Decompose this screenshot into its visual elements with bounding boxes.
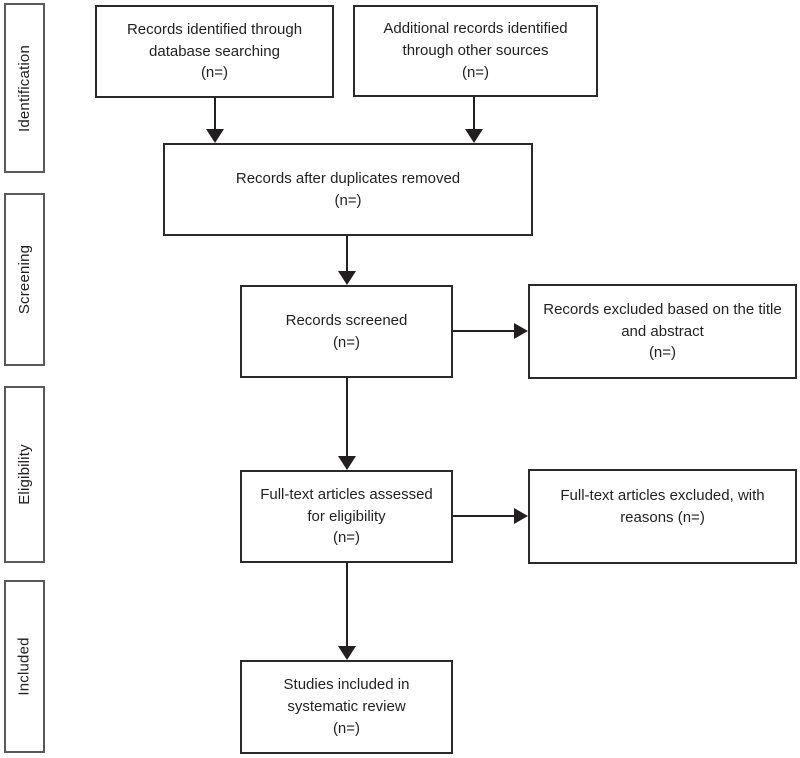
node-fulltext-excluded: Full-text articles excluded, with reason… [528, 469, 797, 564]
arrow-identified-to-duplicates [214, 97, 216, 131]
stage-eligibility-label: Eligibility [16, 444, 33, 505]
arrow-right-icon [514, 323, 528, 339]
arrow-down-icon [338, 456, 356, 470]
arrow-down-icon [206, 129, 224, 143]
arrow-down-icon [338, 646, 356, 660]
arrow-fulltext-to-excluded [453, 515, 516, 517]
node-records-screened: Records screened (n=) [240, 285, 453, 378]
arrow-screened-to-fulltext [346, 378, 348, 458]
arrow-additional-to-duplicates [473, 97, 475, 131]
node-duplicates-removed: Records after duplicates removed (n=) [163, 143, 533, 236]
node-additional-records: Additional records identified through ot… [353, 5, 598, 97]
stage-eligibility: Eligibility [4, 386, 45, 563]
arrow-screened-to-excluded [453, 330, 516, 332]
stage-included-label: Included [16, 637, 33, 696]
stage-included: Included [4, 580, 45, 753]
stage-screening-label: Screening [16, 244, 34, 315]
arrow-right-icon [514, 508, 528, 524]
arrow-down-icon [338, 271, 356, 285]
arrow-duplicates-to-screened [346, 236, 348, 273]
stage-identification: Identification [4, 3, 45, 173]
node-records-excluded: Records excluded based on the title and … [528, 284, 797, 379]
arrow-down-icon [465, 129, 483, 143]
node-fulltext-assessed: Full-text articles assessed for eligibil… [240, 470, 453, 563]
stage-screening: Screening [4, 193, 45, 366]
stage-identification-label: Identification [16, 44, 33, 132]
node-records-identified: Records identified through database sear… [95, 5, 334, 98]
arrow-fulltext-to-included [346, 562, 348, 648]
node-studies-included: Studies included in systematic review (n… [240, 660, 453, 754]
